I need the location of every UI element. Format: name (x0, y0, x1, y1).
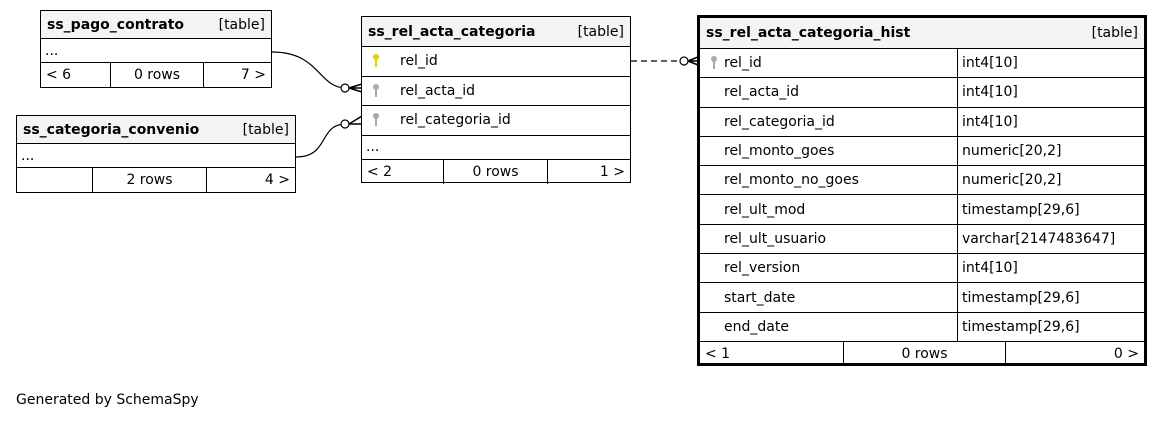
column-row[interactable]: rel_monto_goes numeric[20,2] (700, 136, 1144, 167)
children-count[interactable]: 4 > (264, 172, 290, 188)
column-row[interactable]: rel_id (362, 47, 630, 77)
key-icon (362, 83, 386, 99)
column-name: rel_monto_no_goes (724, 172, 859, 189)
column-type: timestamp[29,6] (962, 289, 1080, 306)
parents-count[interactable]: < 6 (41, 63, 111, 87)
generated-by-label: Generated by SchemaSpy (16, 392, 199, 408)
column-name: rel_acta_id (724, 84, 800, 101)
column-name: start_date (724, 289, 796, 306)
table-kind: [table] (1091, 25, 1138, 41)
column-name: rel_id (724, 55, 762, 72)
column-name: rel_ult_mod (724, 201, 806, 218)
row-count: 0 rows (444, 159, 548, 184)
table-header: ss_rel_acta_categoria [table] (362, 17, 630, 47)
table-footer: 2 rows 4 > (17, 168, 295, 192)
crowfoot (348, 115, 363, 125)
row-count: 2 rows (93, 168, 207, 192)
column-name: end_date (724, 318, 789, 335)
children-count[interactable]: 1 > (599, 163, 625, 180)
table-kind: [table] (577, 23, 624, 40)
column-row[interactable]: end_date timestamp[29,6] (700, 312, 1144, 342)
column-type: numeric[20,2] (962, 143, 1062, 160)
table-kind: [table] (218, 16, 265, 33)
table-footer: < 1 0 rows 0 > (700, 341, 1144, 366)
column-type: timestamp[29,6] (962, 201, 1080, 218)
table-footer: < 2 0 rows 1 > (362, 159, 630, 184)
table-ss-pago-contrato[interactable]: ss_pago_contrato [table] ... < 6 0 rows … (40, 10, 272, 88)
columns-ellipsis: ... (17, 144, 295, 168)
link-marker (679, 56, 689, 66)
table-footer: < 6 0 rows 7 > (41, 63, 271, 87)
link-pago-contrato (271, 51, 347, 89)
link-marker (340, 119, 350, 129)
table-header: ss_rel_acta_categoria_hist [table] (700, 18, 1144, 49)
column-row[interactable]: rel_ult_mod timestamp[29,6] (700, 195, 1144, 225)
column-type: numeric[20,2] (962, 172, 1062, 189)
parents-count[interactable]: < 2 (362, 159, 444, 184)
column-row[interactable]: rel_acta_id (362, 77, 630, 106)
key-icon (704, 55, 724, 71)
column-name: rel_version (724, 260, 801, 277)
column-name: rel_categoria_id (724, 113, 835, 130)
column-name: rel_ult_usuario (724, 230, 827, 247)
table-ss-rel-acta-categoria[interactable]: ss_rel_acta_categoria [table] rel_id rel… (361, 16, 631, 184)
table-header: ss_categoria_convenio [table] (17, 116, 295, 144)
table-name: ss_rel_acta_categoria (368, 23, 536, 40)
table-name: ss_pago_contrato (47, 16, 185, 33)
column-row[interactable]: rel_categoria_id int4[10] (700, 107, 1144, 137)
column-name-cell: rel_monto_no_goes (700, 166, 958, 195)
column-name-cell: rel_ult_mod (700, 195, 958, 224)
parents-count[interactable]: < 1 (700, 341, 844, 366)
column-name: rel_acta_id (400, 82, 476, 99)
key-icon (362, 53, 386, 69)
table-name: ss_rel_acta_categoria_hist (706, 25, 911, 41)
column-row[interactable]: rel_monto_no_goes numeric[20,2] (700, 166, 1144, 196)
column-row[interactable]: rel_id int4[10] (700, 49, 1144, 79)
children-count[interactable]: 0 > (1113, 345, 1139, 362)
column-row[interactable]: start_date timestamp[29,6] (700, 283, 1144, 313)
column-row[interactable]: rel_categoria_id (362, 106, 630, 136)
column-type: timestamp[29,6] (962, 318, 1080, 335)
table-ss-rel-acta-categoria-hist[interactable]: ss_rel_acta_categoria_hist [table] rel_i… (697, 15, 1147, 366)
row-count: 0 rows (111, 63, 204, 87)
columns-ellipsis: ... (41, 39, 271, 63)
column-type: int4[10] (962, 84, 1018, 101)
column-name-cell: rel_acta_id (700, 78, 958, 107)
column-name-cell: rel_version (700, 254, 958, 283)
column-name: rel_monto_goes (724, 143, 835, 160)
column-name: rel_categoria_id (400, 112, 511, 129)
column-type: int4[10] (962, 55, 1018, 72)
column-name-cell: start_date (700, 283, 958, 312)
column-name: rel_id (400, 53, 438, 70)
table-ss-categoria-convenio[interactable]: ss_categoria_convenio [table] ... 2 rows… (16, 115, 296, 193)
column-row[interactable]: rel_ult_usuario varchar[2147483647] (700, 224, 1144, 255)
column-row[interactable]: rel_version int4[10] (700, 254, 1144, 284)
column-name-cell: rel_categoria_id (700, 107, 958, 136)
column-name-cell: rel_monto_goes (700, 136, 958, 166)
table-kind: [table] (242, 121, 289, 138)
table-name: ss_categoria_convenio (23, 121, 200, 138)
link-marker (340, 83, 350, 93)
column-name-cell: rel_id (700, 49, 958, 78)
columns-ellipsis: ... (362, 136, 630, 160)
table-header: ss_pago_contrato [table] (41, 11, 271, 39)
link-categoria-convenio (295, 123, 347, 158)
children-count[interactable]: 7 > (240, 67, 266, 83)
crowfoot (687, 56, 699, 66)
row-count: 0 rows (844, 341, 1006, 366)
parents-count[interactable] (17, 168, 93, 192)
column-type: varchar[2147483647] (962, 230, 1116, 247)
key-icon (362, 112, 386, 128)
column-type: int4[10] (962, 260, 1018, 277)
column-name-cell: end_date (700, 312, 958, 341)
column-row[interactable]: rel_acta_id int4[10] (700, 78, 1144, 108)
column-type: int4[10] (962, 113, 1018, 130)
crowfoot (348, 83, 363, 93)
column-name-cell: rel_ult_usuario (700, 224, 958, 254)
